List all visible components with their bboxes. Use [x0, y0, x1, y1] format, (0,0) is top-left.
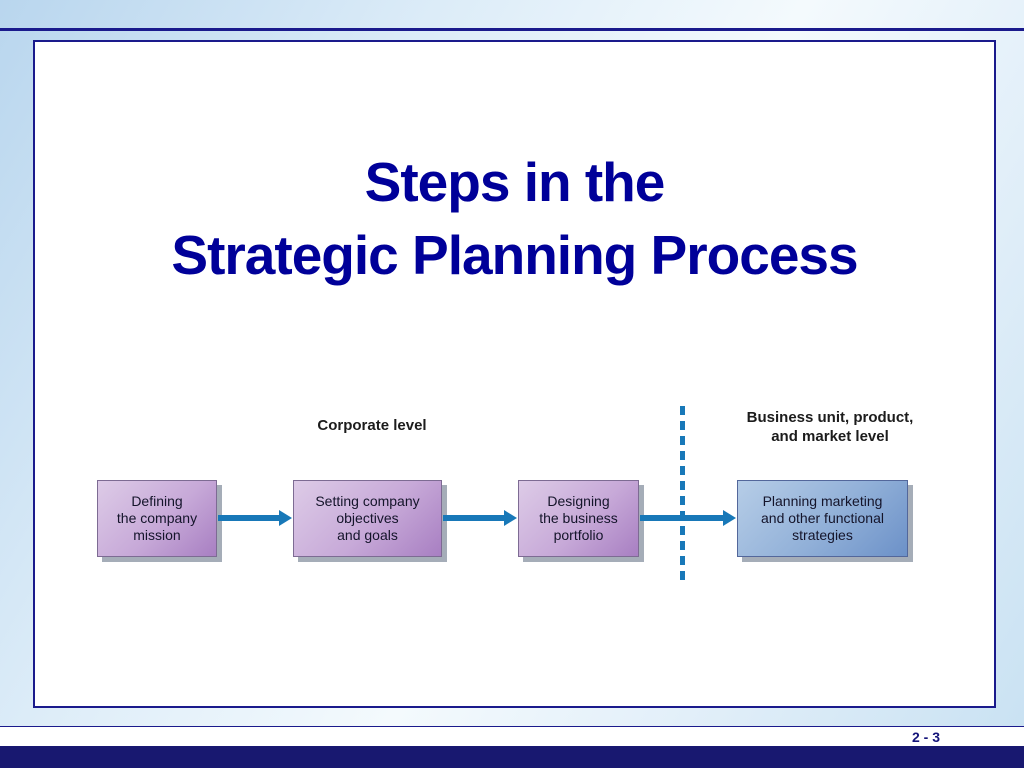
box-text-line: the business: [539, 510, 618, 526]
title-line-1: Steps in the: [364, 151, 666, 213]
box-text-line: Designing: [547, 493, 610, 509]
arrow-head: [279, 510, 292, 526]
box-text-line: strategies: [792, 527, 853, 543]
arrow-shaft: [218, 515, 282, 521]
box-text-line: Defining: [131, 493, 183, 509]
business-label-line-2: and market level: [771, 428, 889, 445]
box-text-line: Planning marketing: [762, 493, 883, 509]
process-box-defining-mission: Defining the company mission: [97, 480, 217, 557]
footer-bar: [0, 746, 1024, 768]
box-text-line: objectives: [336, 510, 399, 526]
box-text-line: and goals: [337, 527, 398, 543]
page-number: 2 - 3: [911, 729, 940, 745]
title-line-2: Strategic Planning Process: [171, 223, 858, 286]
box-text-line: portfolio: [553, 527, 604, 543]
arrow-shaft: [640, 515, 726, 521]
process-box-designing-portfolio: Designing the business portfolio: [518, 480, 639, 557]
box-text-line: the company: [116, 510, 198, 526]
flow-arrow-icon: [218, 510, 292, 526]
box-text-line: and other functional: [761, 510, 884, 526]
footer-strip: 2 - 3: [0, 726, 1024, 746]
box-text-line: mission: [133, 527, 181, 543]
arrow-shaft: [443, 515, 507, 521]
flow-arrow-icon: [443, 510, 517, 526]
arrow-head: [723, 510, 736, 526]
level-divider-dashed-line-icon: [680, 406, 685, 582]
business-unit-level-label: Business unit, product, and market level: [725, 408, 935, 446]
flow-arrow-icon: [640, 510, 736, 526]
box-text-line: Setting company: [315, 493, 420, 509]
top-border-line: [0, 28, 1024, 31]
process-box-setting-objectives: Setting company objectives and goals: [293, 480, 442, 557]
business-label-line-1: Business unit, product,: [746, 409, 914, 426]
process-box-planning-marketing: Planning marketing and other functional …: [737, 480, 908, 557]
arrow-head: [504, 510, 517, 526]
corporate-level-label: Corporate level: [317, 417, 427, 434]
